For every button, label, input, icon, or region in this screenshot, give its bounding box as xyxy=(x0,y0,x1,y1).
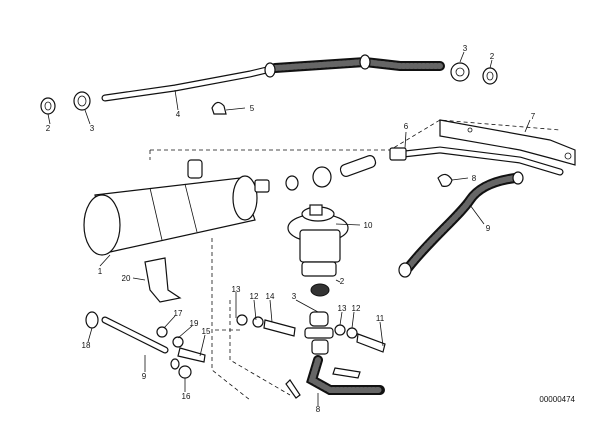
callout-15: 15 xyxy=(202,327,211,336)
callout-8-lower: 8 xyxy=(316,405,321,414)
leader-lines xyxy=(47,51,531,406)
callout-2-right: 2 xyxy=(490,52,495,61)
callout-11: 11 xyxy=(376,314,385,323)
callout-19-lower: 9 xyxy=(142,372,147,381)
callout-2-valve: 2 xyxy=(340,277,345,286)
callout-17: 17 xyxy=(174,309,183,318)
callout-8-clip: 8 xyxy=(472,174,477,183)
callout-2-left: 2 xyxy=(46,124,51,133)
callout-3-lower: 3 xyxy=(292,292,297,301)
callout-5: 5 xyxy=(250,104,255,113)
callout-12-center: 12 xyxy=(250,292,259,301)
callout-19-upper: 19 xyxy=(190,319,199,328)
callout-1: 1 xyxy=(98,267,103,276)
left-fittings xyxy=(40,91,91,115)
document-number: 00000474 xyxy=(539,395,575,404)
callout-16: 16 xyxy=(182,392,191,401)
pipe-6 xyxy=(389,146,564,176)
callout-13-right: 13 xyxy=(338,304,347,313)
callout-3-left: 3 xyxy=(90,124,95,133)
callout-7: 7 xyxy=(531,112,536,121)
callout-13-center: 13 xyxy=(232,285,241,294)
connector-pieces xyxy=(285,155,377,191)
upper-region-outline xyxy=(149,119,561,160)
callout-4: 4 xyxy=(176,110,181,119)
canister-1 xyxy=(83,159,270,256)
bracket-20 xyxy=(144,257,182,303)
callout-14: 14 xyxy=(266,292,275,301)
lower-connector-stack xyxy=(285,311,385,399)
valve-10 xyxy=(287,204,349,297)
callout-10: 10 xyxy=(364,221,373,230)
left-hardware xyxy=(85,311,206,379)
callout-18: 18 xyxy=(82,341,91,350)
callout-3-right: 3 xyxy=(463,44,468,53)
center-hardware xyxy=(236,314,386,353)
fuel-line-upper xyxy=(101,54,445,102)
lower-region-outline xyxy=(211,238,291,401)
callout-9: 9 xyxy=(486,224,491,233)
clip-8 xyxy=(437,173,453,187)
clip-5 xyxy=(211,101,227,115)
callout-12-right: 12 xyxy=(352,304,361,313)
callout-6: 6 xyxy=(404,122,409,131)
callout-20: 20 xyxy=(122,274,131,283)
hose-9 xyxy=(398,171,524,278)
bracket-7 xyxy=(439,119,576,166)
